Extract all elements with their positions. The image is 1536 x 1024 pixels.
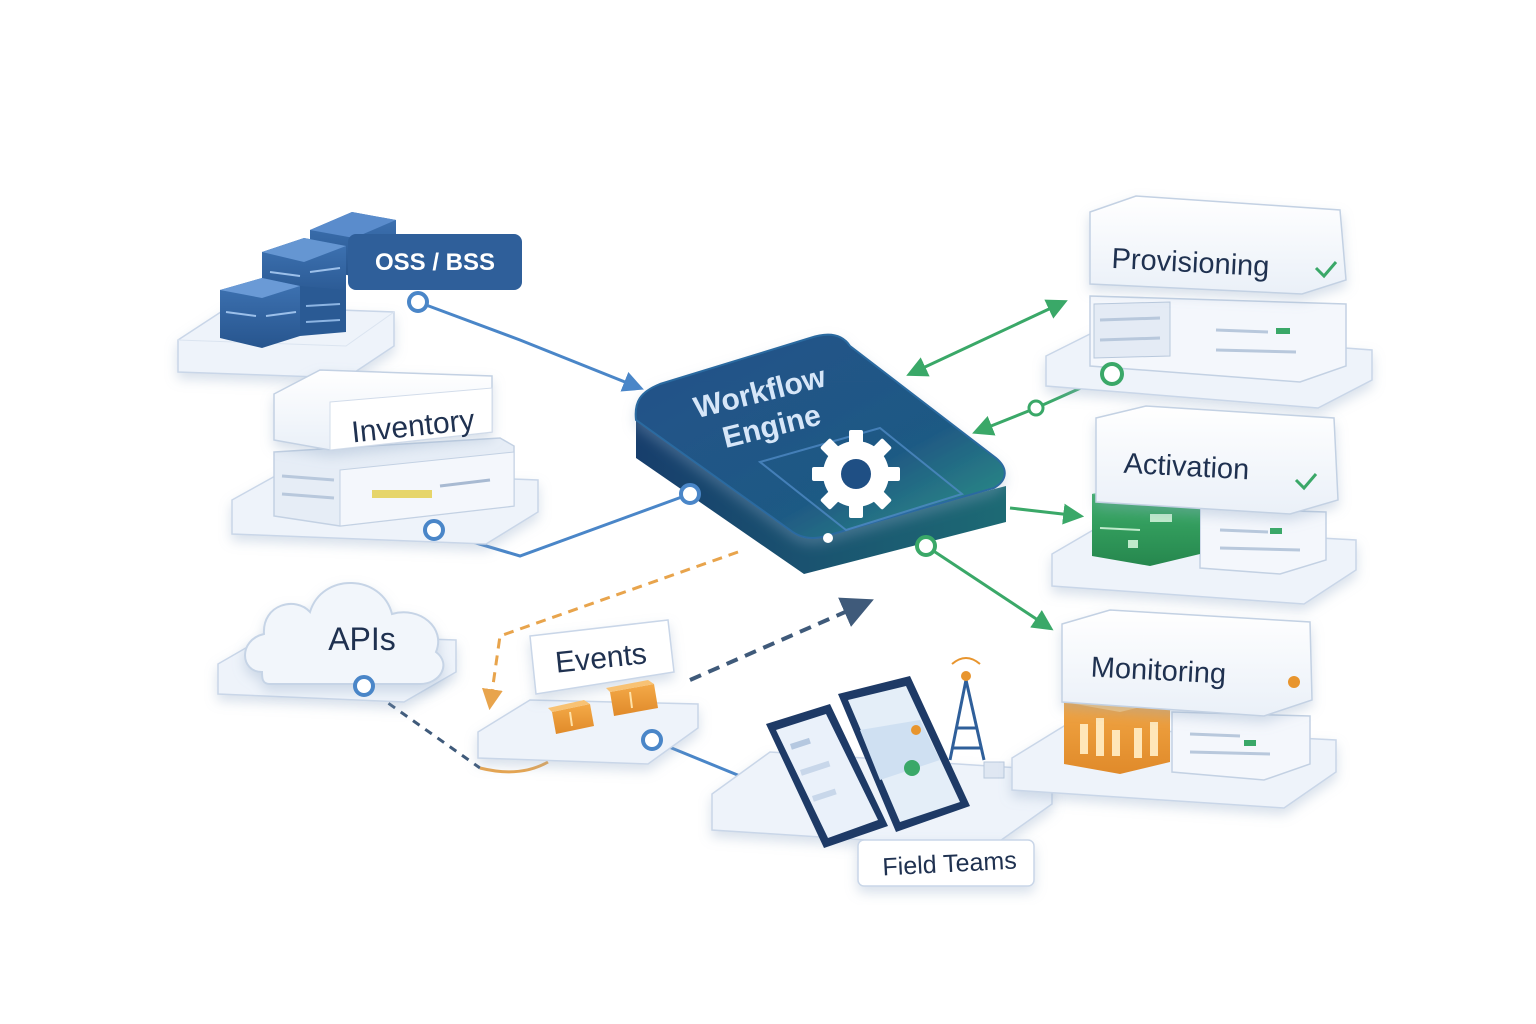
cell-tower-icon: [948, 657, 1005, 779]
node-field-teams[interactable]: Field Teams: [711, 657, 1053, 887]
event-package-icon: [548, 700, 594, 734]
node-workflow-engine[interactable]: Workflow Engine: [634, 333, 1006, 574]
engine-port-left[interactable]: [679, 483, 701, 505]
engine-side: [636, 420, 1006, 574]
alert-dot-icon: [1288, 676, 1300, 688]
provisioning-link-joint: [1027, 399, 1045, 417]
node-inventory[interactable]: Inventory: [231, 369, 539, 545]
inventory-indicator: [372, 490, 432, 498]
node-events[interactable]: Events: [477, 619, 699, 765]
oss-bss-label-box: [348, 234, 522, 290]
events-platform: [477, 699, 699, 765]
engine-port-bottom[interactable]: [915, 535, 937, 557]
gear-icon: [812, 430, 900, 518]
activation-label: Activation: [1123, 448, 1250, 487]
field-teams-label-box: [857, 839, 1035, 887]
node-oss-bss[interactable]: OSS / BSS: [177, 212, 522, 379]
link-engine-monitoring: [925, 544, 1054, 631]
node-provisioning[interactable]: Provisioning: [1027, 195, 1373, 417]
map-phone-icon: [838, 676, 970, 832]
engine-status-dot: [823, 533, 833, 543]
link-events-engine: [689, 597, 874, 682]
oss-bss-label: OSS / BSS: [375, 249, 495, 276]
engine-inner-panel: [757, 426, 965, 532]
cloud-icon: [244, 582, 445, 685]
inventory-port[interactable]: [423, 519, 445, 541]
apis-label: APIs: [328, 621, 396, 657]
provisioning-port[interactable]: [1100, 362, 1124, 386]
link-engine-activation: [1009, 503, 1085, 525]
check-icon: [1294, 473, 1318, 491]
events-port[interactable]: [641, 729, 663, 751]
engine-top: [634, 333, 1006, 539]
link-oss-bss-engine: [417, 300, 644, 392]
monitoring-label: Monitoring: [1090, 651, 1227, 690]
phone-icon: [766, 704, 888, 848]
apis-port[interactable]: [353, 675, 375, 697]
oss-bss-port[interactable]: [407, 291, 429, 313]
check-icon: [1314, 261, 1338, 279]
event-package-icon: [606, 680, 658, 716]
link-engine-provisioning: [906, 299, 1068, 377]
node-activation[interactable]: Activation: [1051, 405, 1357, 605]
node-monitoring[interactable]: Monitoring: [1011, 609, 1337, 809]
link-apis-events-orange: [479, 760, 549, 774]
node-apis[interactable]: APIs: [217, 582, 457, 703]
